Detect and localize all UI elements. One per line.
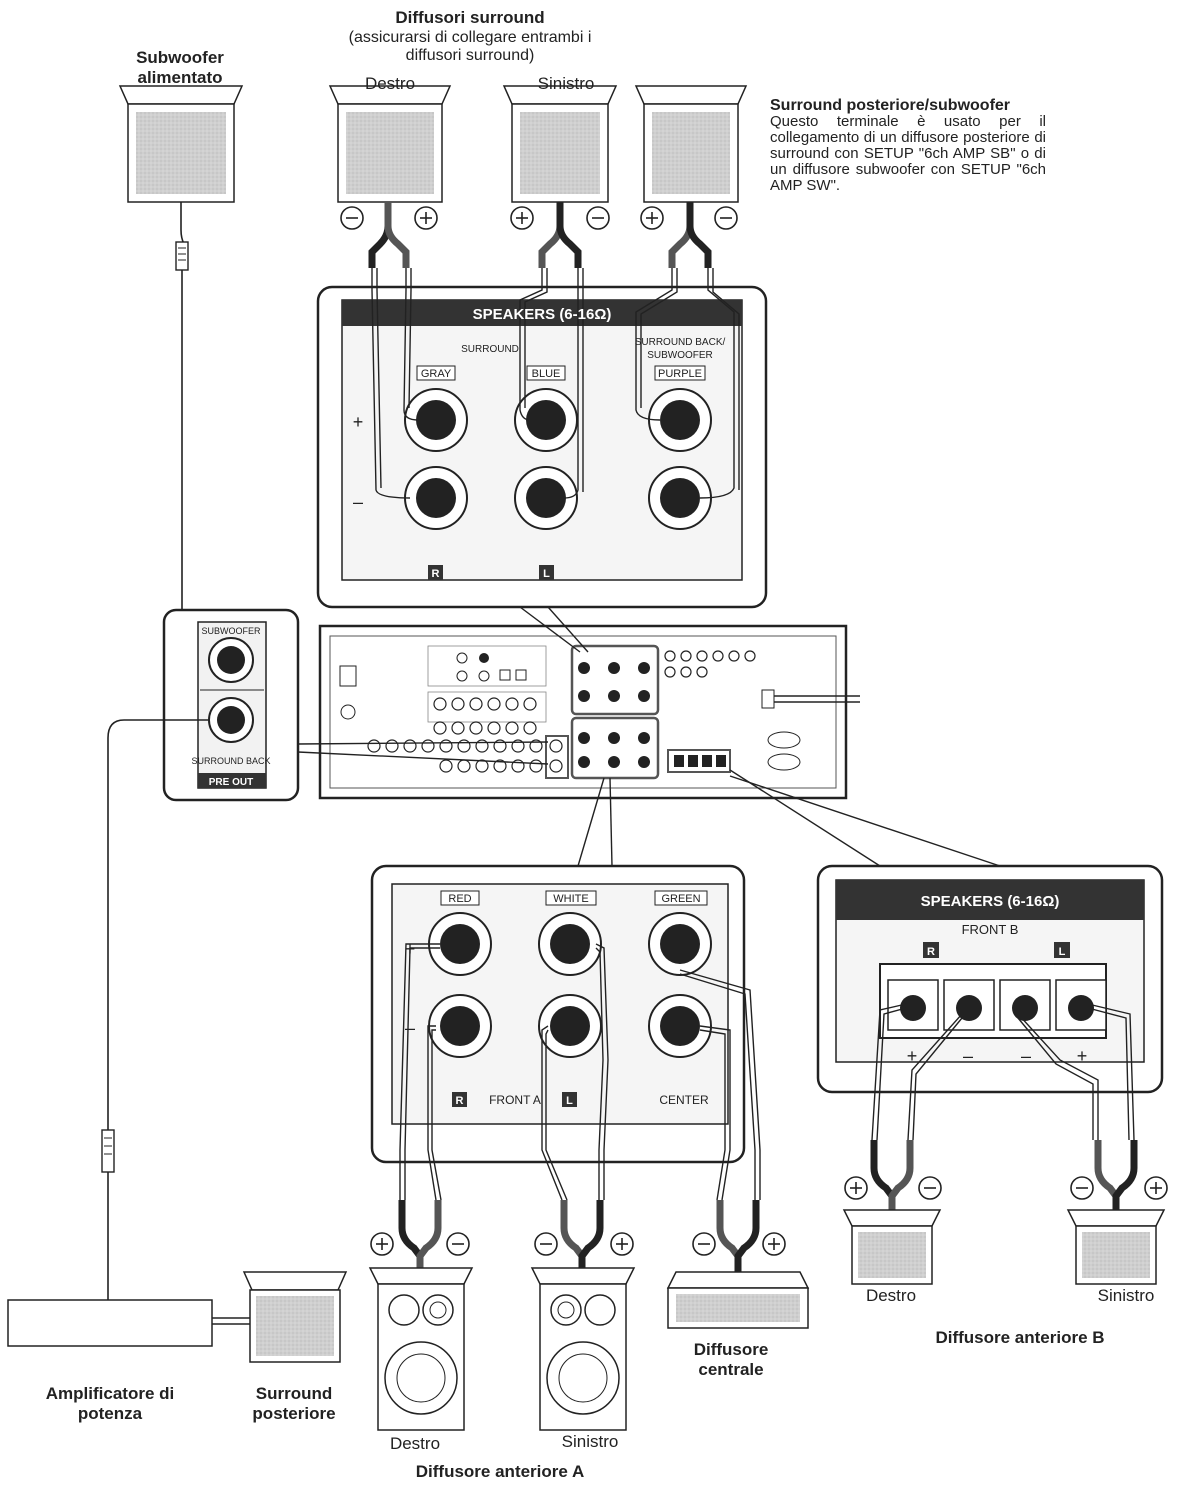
white-tag: WHITE — [553, 893, 588, 905]
center-title: Diffusore centrale — [693, 1340, 769, 1379]
preout-label: PRE OUT — [209, 777, 253, 788]
cables-a — [398, 1200, 760, 1272]
front-a-right-label: Destro — [389, 1434, 441, 1453]
preout-panel — [162, 608, 300, 802]
surround-right-label: Destro — [364, 74, 416, 93]
surround-title: Diffusori surround — [395, 8, 545, 27]
panel-text: SPEAKERS (6-16Ω) SURROUND SURROUND BACK/… — [191, 306, 1087, 1107]
sb-description: Surround posteriore/subwoofer Questo ter… — [770, 98, 1046, 194]
r-badge-top: R — [432, 568, 440, 580]
plus-b-1: + — [907, 1046, 918, 1066]
receiver-back-panel — [318, 624, 860, 800]
front-a-title: Diffusore anteriore A — [415, 1462, 585, 1481]
subwoofer-title: Subwoofer alimentato — [136, 48, 224, 87]
front-a-left-label: Sinistro — [561, 1432, 619, 1451]
surround-post-title: Surround posteriore — [252, 1384, 336, 1423]
front-a-label: FRONT A — [489, 1093, 541, 1107]
power-amplifier — [7, 1299, 250, 1347]
amp-cable — [101, 719, 210, 1300]
subwoofer-cable — [175, 202, 210, 659]
surround-right-speaker — [328, 85, 452, 203]
center-label: CENTER — [659, 1093, 709, 1107]
amp-title: Amplificatore di potenza — [45, 1384, 175, 1423]
front-b-right-label: Destro — [865, 1286, 917, 1305]
green-tag: GREEN — [661, 893, 700, 905]
polarity-marks-a — [370, 1232, 786, 1256]
surround-back-rear-speaker — [242, 1271, 348, 1363]
callout-lines — [297, 606, 1001, 867]
cables-top — [368, 202, 712, 268]
wires-front-b — [871, 1003, 1135, 1141]
plus-b-2: + — [1077, 1046, 1088, 1066]
sb-description-text: Questo terminale è usato per il collegam… — [770, 113, 1046, 194]
gray-tag: GRAY — [421, 368, 452, 380]
l-badge-a: L — [566, 1095, 573, 1107]
minus-b-2: – — [1021, 1046, 1031, 1066]
front-b-left-label: Sinistro — [1097, 1286, 1155, 1305]
preout-subwoofer: SUBWOOFER — [201, 626, 261, 636]
red-tag: RED — [448, 893, 471, 905]
sb-description-head: Surround posteriore/subwoofer — [770, 97, 1011, 114]
plus-sign-a: + — [405, 939, 416, 959]
subwoofer-speaker — [118, 85, 244, 203]
polarity-marks-top — [340, 206, 738, 230]
sb-label-1: SURROUND BACK/ — [635, 337, 726, 348]
front-a-left-speaker — [530, 1267, 636, 1431]
surround-label: SURROUND — [461, 344, 519, 355]
front-b-title: Diffusore anteriore B — [935, 1328, 1105, 1347]
center-speaker — [666, 1271, 810, 1329]
front-b-left-speaker — [1066, 1209, 1166, 1285]
l-badge-top: L — [543, 568, 550, 580]
sb-label-2: SUBWOOFER — [647, 350, 713, 361]
wires-front-a — [399, 943, 761, 1201]
panel-top-header: SPEAKERS (6-16Ω) — [473, 306, 612, 323]
panel-b-header: SPEAKERS (6-16Ω) — [921, 893, 1060, 910]
minus-sign-a: – — [405, 1018, 415, 1038]
minus-sign-top: – — [353, 492, 363, 512]
surround-left-speaker — [502, 85, 618, 203]
plus-sign-top: + — [353, 412, 364, 432]
terminals-top — [404, 365, 712, 580]
front-b-panel — [816, 864, 1164, 1094]
minus-b-1: – — [963, 1046, 973, 1066]
surround-left-label: Sinistro — [537, 74, 595, 93]
surround-back-speaker — [634, 85, 748, 203]
l-badge-b: L — [1059, 946, 1066, 958]
preout-surround-back: SURROUND BACK — [191, 756, 270, 766]
r-badge-b: R — [927, 946, 935, 958]
front-b-right-speaker — [842, 1209, 942, 1285]
purple-tag: PURPLE — [658, 368, 702, 380]
polarity-marks-b — [844, 1176, 1168, 1200]
cables-b — [870, 1140, 1138, 1210]
front-b-label: FRONT B — [962, 922, 1019, 937]
front-a-right-speaker — [368, 1267, 474, 1431]
r-badge-a: R — [456, 1095, 464, 1107]
front-a-panel — [370, 864, 746, 1164]
wires-top — [371, 268, 740, 499]
surround-note: (assicurarsi di collegare entrambi i dif… — [348, 29, 592, 65]
blue-tag: BLUE — [532, 368, 561, 380]
